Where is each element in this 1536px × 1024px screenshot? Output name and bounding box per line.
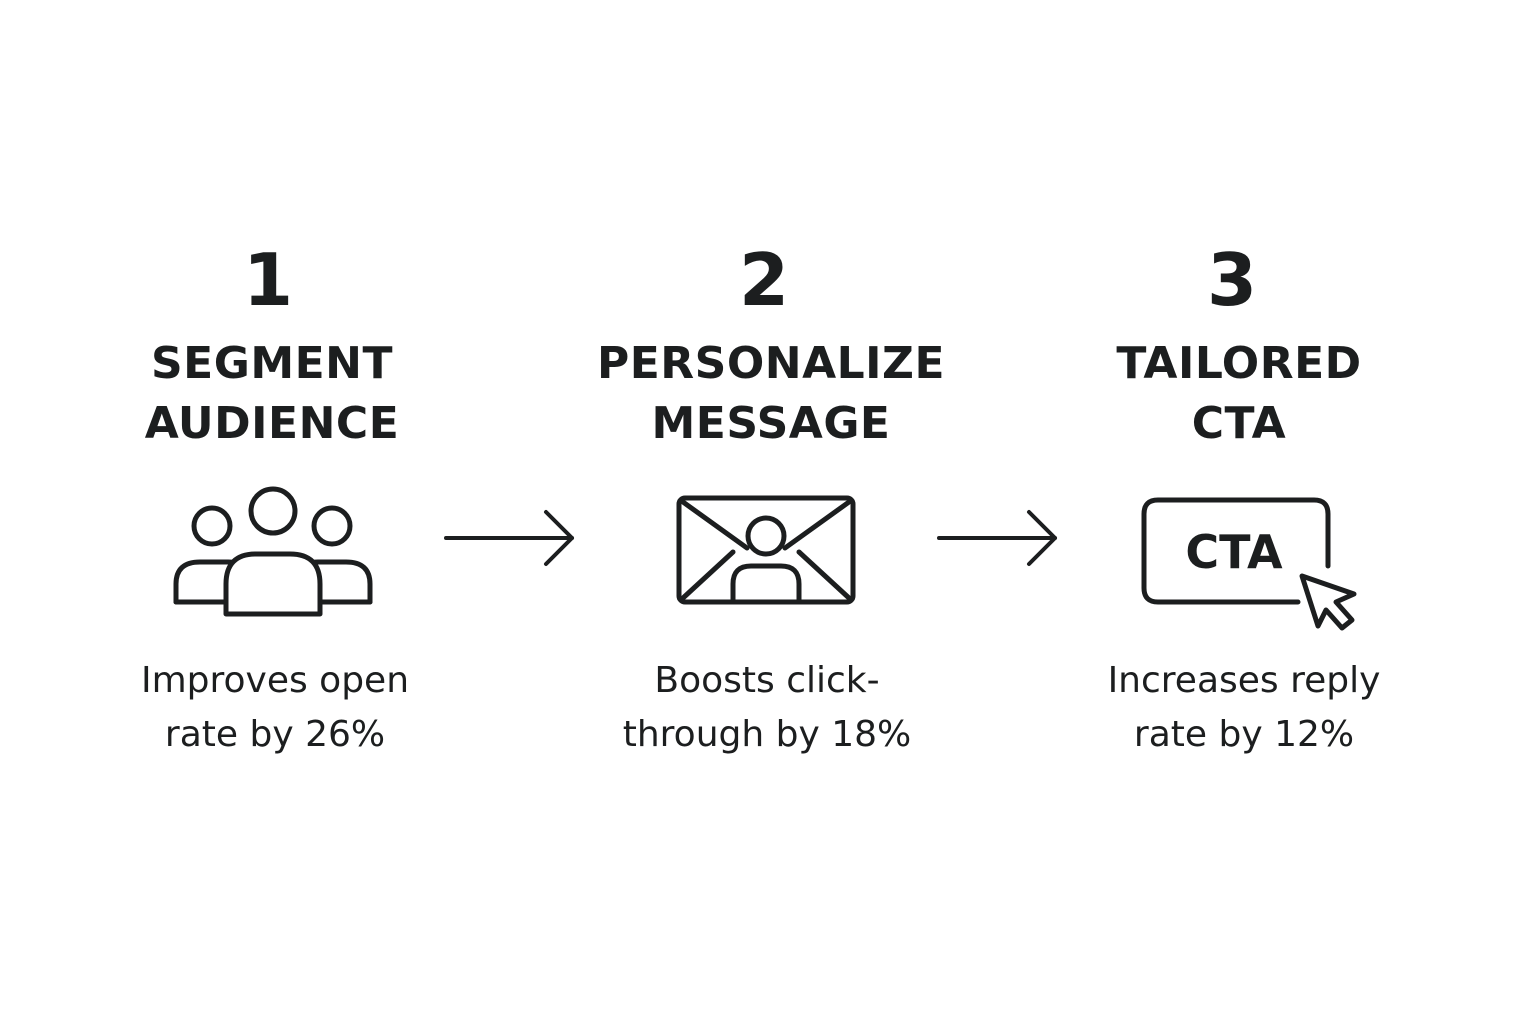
step-1-number: 1 — [242, 238, 294, 322]
step-2-description: Boosts click- through by 18% — [567, 654, 967, 762]
step-1-title-line-1: SEGMENT — [150, 338, 394, 389]
step-2-title: PERSONALIZE MESSAGE — [571, 334, 971, 454]
step-1-title-line-2: AUDIENCE — [144, 398, 400, 449]
step-2-title-line-1: PERSONALIZE — [596, 338, 946, 389]
step-3-number: 3 — [1206, 238, 1258, 322]
step-3-title-line-2: CTA — [1191, 398, 1287, 449]
step-3-title-line-1: TAILORED — [1116, 338, 1362, 389]
step-2-number: 2 — [738, 238, 790, 322]
step-2-description-line-2: through by 18% — [622, 714, 912, 755]
cta-button-cursor-icon: CTA — [1141, 497, 1357, 631]
step-3-description-line-2: rate by 12% — [1133, 714, 1355, 755]
cta-button-label: CTA — [1185, 525, 1283, 579]
step-2-description-line-1: Boosts click- — [654, 660, 880, 701]
step-3-title: TAILORED CTA — [1039, 334, 1439, 454]
personalized-envelope-icon — [676, 495, 856, 605]
step-1-description-line-2: rate by 26% — [164, 714, 386, 755]
step-2-title-line-2: MESSAGE — [651, 398, 891, 449]
audience-group-icon — [173, 486, 373, 617]
step-1-description: Improves open rate by 26% — [75, 654, 475, 762]
step-1-description-line-1: Improves open — [140, 660, 410, 701]
arrow-right-icon — [937, 510, 1057, 566]
arrow-right-icon — [444, 510, 574, 566]
step-3-description-line-1: Increases reply — [1107, 660, 1381, 701]
step-1-title: SEGMENT AUDIENCE — [72, 334, 472, 454]
step-3-description: Increases reply rate by 12% — [1044, 654, 1444, 762]
